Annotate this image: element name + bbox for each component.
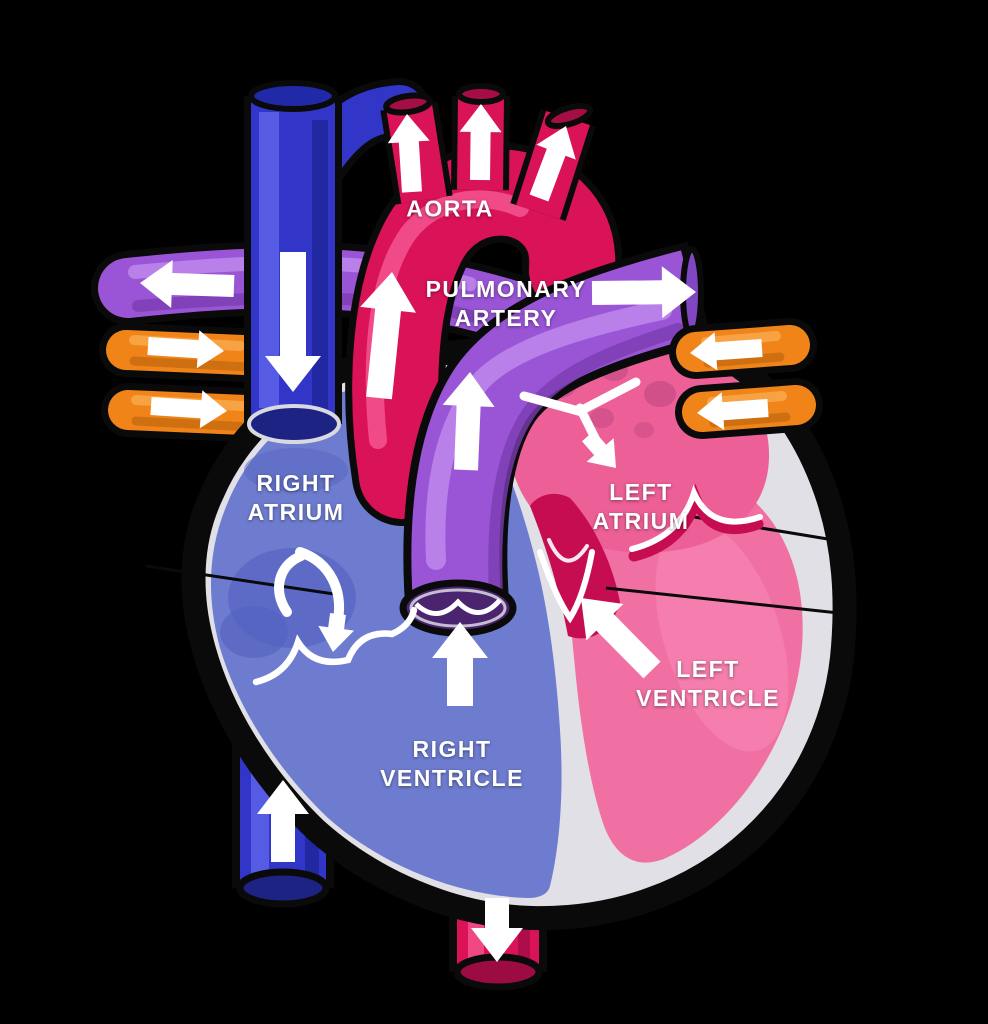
right-atrium-flow-head-arrow-icon (318, 613, 354, 652)
bottom-red-flow-down-arrow-icon (471, 898, 523, 962)
right-atrium-flow-curl (274, 551, 306, 617)
right-atrium-flow-curve (295, 547, 344, 625)
svc-opening (247, 404, 341, 444)
flow-strokes (274, 377, 641, 625)
pv-right-2-flow-arrow-icon (697, 392, 769, 431)
svc-flow-down-arrow-icon (265, 252, 321, 392)
pv-left-2-flow-arrow-icon (150, 390, 227, 429)
left-ventricle-flow-arrow-icon (581, 598, 661, 679)
pulmonary-artery-trunk (399, 241, 713, 637)
mitral-valve-inner (547, 538, 589, 563)
left-atrium-flow-branch-1 (519, 391, 587, 417)
tricuspid-valve (252, 606, 418, 686)
ascending-aorta-up-arrow-icon (360, 272, 416, 400)
left-atrium-flow-head-arrow-icon (582, 430, 616, 468)
heart-valves (252, 483, 764, 686)
aorta-branch-2-up-arrow-icon (459, 104, 502, 181)
pv-left-1-flow-arrow-icon (147, 330, 224, 369)
pa-left-flow-arrow-icon (140, 260, 235, 308)
mitral-valve (537, 549, 595, 624)
aorta-branch-3-up-arrow-icon (529, 126, 576, 202)
left-atrium-valve (629, 484, 763, 552)
leader-line-right-lower (605, 586, 849, 616)
flow-arrows (140, 104, 769, 962)
left-atrium-flow-branch-2 (581, 377, 641, 413)
ivc-flow-up-arrow-icon (257, 780, 309, 862)
pa-trunk-flow-arrow-icon (442, 372, 495, 471)
leader-line-left (145, 564, 335, 596)
pa-right-flow-arrow-icon (591, 266, 696, 319)
aorta-branch-1-up-arrow-icon (387, 114, 430, 193)
pv-right-1-flow-arrow-icon (690, 332, 763, 371)
right-ventricle-flow-arrow-icon (432, 622, 488, 706)
